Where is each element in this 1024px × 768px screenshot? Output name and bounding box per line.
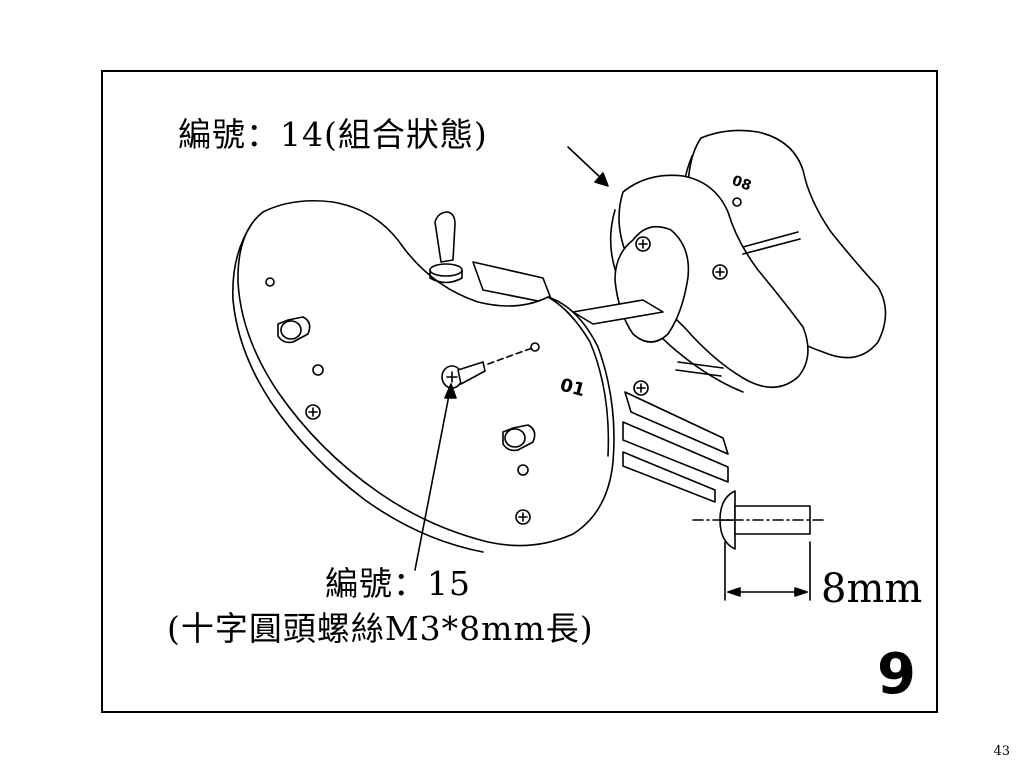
part-15-label: 編號：15 bbox=[325, 564, 471, 603]
toggle-switch bbox=[429, 211, 463, 284]
leader-arrows bbox=[414, 146, 609, 571]
base-bracket bbox=[472, 261, 729, 503]
screw-detail-drawing bbox=[692, 490, 824, 601]
part-14-label: 編號：14(組合狀態) bbox=[178, 115, 488, 154]
page-number: 43 bbox=[993, 744, 1010, 759]
part-15-description: (十字圓頭螺絲M3*8mm長) bbox=[167, 609, 594, 648]
plate-mark-back: 08 bbox=[730, 173, 754, 195]
rear-plate-assembly bbox=[609, 129, 887, 396]
screw-length-label: 8mm bbox=[821, 566, 923, 612]
front-plate bbox=[232, 199, 615, 553]
diagram-frame: 01 08 編號：14(組合狀態) 編號：15 (十字圓頭螺絲M3*8mm長) … bbox=[101, 70, 938, 713]
assembly-illustration: 01 08 bbox=[232, 129, 887, 601]
screw-part-15 bbox=[441, 346, 536, 389]
step-number: 9 bbox=[877, 642, 916, 707]
